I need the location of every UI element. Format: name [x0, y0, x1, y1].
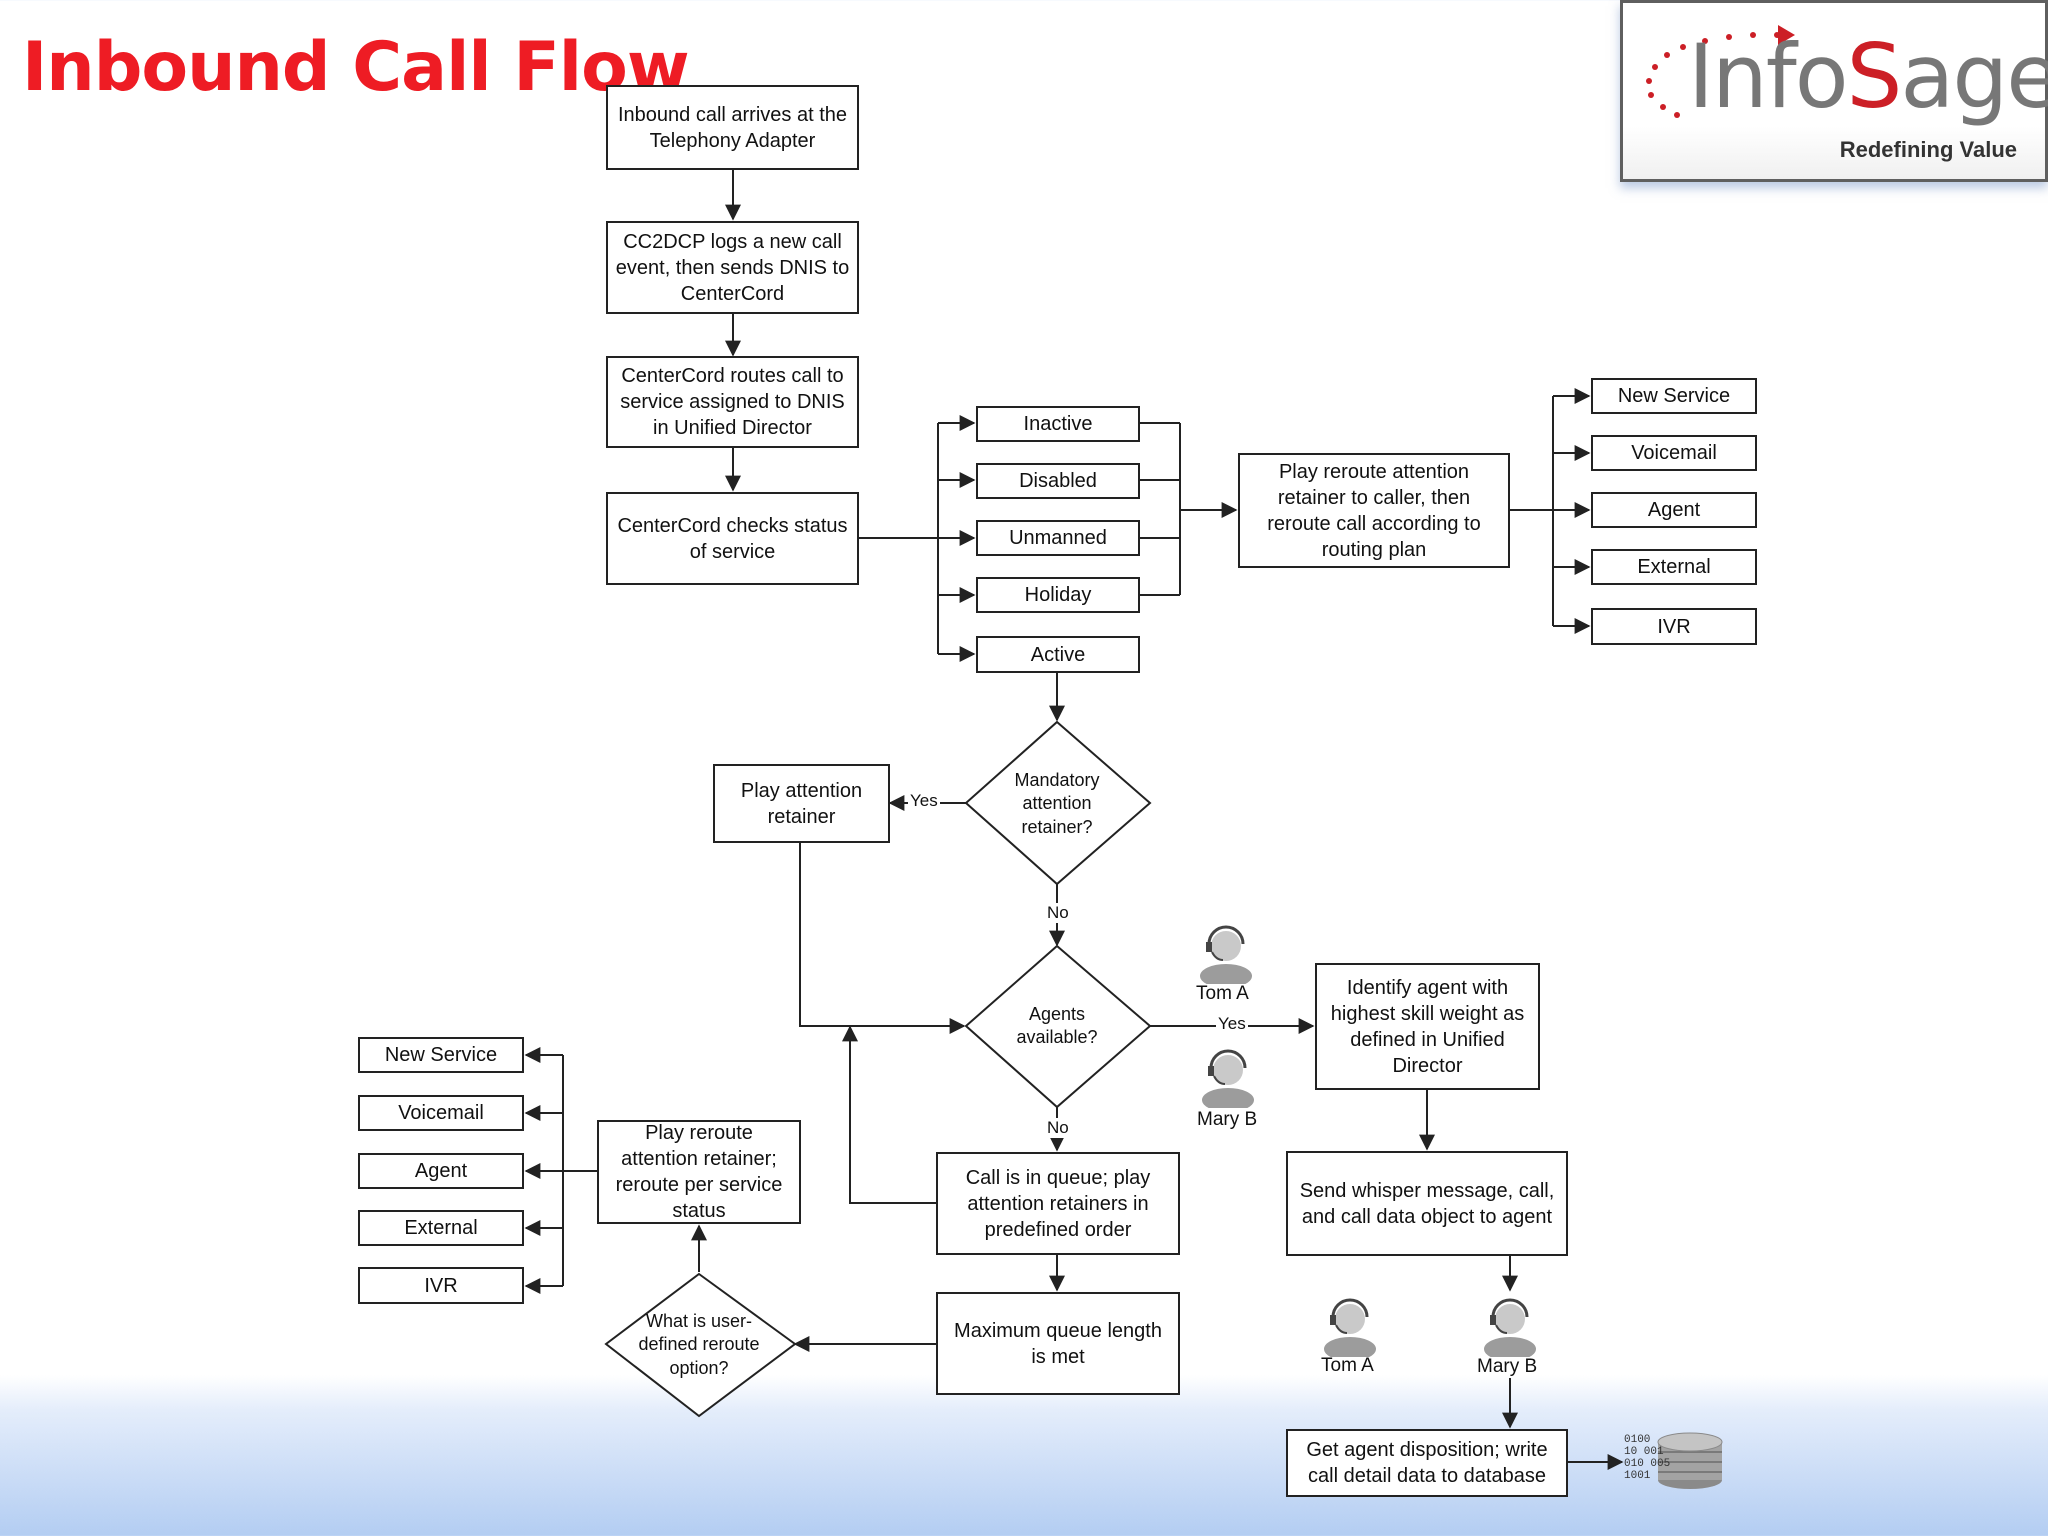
step-routes-call: CenterCord routes call to service assign…	[606, 356, 859, 448]
database-icon	[1657, 1432, 1723, 1489]
headset-agent-icon	[1202, 1049, 1254, 1112]
step-logs-call: CC2DCP logs a new call event, then sends…	[606, 221, 859, 314]
logo-wordmark: InfoSage	[1688, 33, 2048, 121]
svg-text:1001: 1001	[1624, 1470, 1651, 1482]
target-left-external: External	[358, 1210, 524, 1246]
agent-mary-top-name: Mary B	[1197, 1109, 1258, 1130]
step-disposition: Get agent disposition; write call detail…	[1286, 1429, 1568, 1497]
decision-agents-available: Agents available?	[1016, 1003, 1098, 1047]
label-no-mandatory: No	[1045, 903, 1071, 923]
target-left-voicemail: Voicemail	[358, 1095, 524, 1131]
status-unmanned: Unmanned	[976, 520, 1140, 556]
logo-dots-arc	[1646, 25, 1795, 118]
agent-tom-top-name: Tom A	[1196, 983, 1249, 1004]
headset-agent-icon	[1200, 925, 1252, 988]
target-left-new-service: New Service	[358, 1037, 524, 1073]
svg-text:0100: 0100	[1624, 1434, 1650, 1446]
logo-brand-rest: age	[1900, 25, 2048, 128]
step-call-in-queue: Call is in queue; play attention retaine…	[936, 1152, 1180, 1255]
logo-brand-prefix: Info	[1688, 25, 1849, 128]
step-play-attention: Play attention retainer	[713, 764, 890, 843]
page-title: Inbound Call Flow	[22, 28, 690, 107]
agent-mary-bottom-name: Mary B	[1477, 1356, 1538, 1377]
headset-agent-icon	[1324, 1298, 1376, 1361]
label-yes-mandatory: Yes	[908, 791, 940, 811]
target-left-agent: Agent	[358, 1153, 524, 1189]
agent-tom-bottom-name: Tom A	[1321, 1355, 1374, 1376]
target-right-voicemail: Voicemail	[1591, 435, 1757, 471]
decision-user-reroute: What is user-defined reroute option?	[638, 1310, 760, 1378]
logo-tagline: Redefining Value	[1839, 137, 2017, 162]
status-disabled: Disabled	[976, 463, 1140, 499]
logo-brand-s: S	[1846, 25, 1903, 128]
decision-user-reroute-shape	[604, 1272, 797, 1418]
target-left-ivr: IVR	[358, 1267, 524, 1304]
svg-text:010 005: 010 005	[1624, 1458, 1670, 1470]
infosage-logo: InfoSage Redefining Value	[1620, 0, 2048, 182]
target-right-new-service: New Service	[1591, 378, 1757, 414]
step-checks-status: CenterCord checks status of service	[606, 492, 859, 585]
step-play-reroute-top: Play reroute attention retainer to calle…	[1238, 453, 1510, 568]
agent-mary-bottom	[1480, 1293, 1540, 1362]
step-max-queue: Maximum queue length is met	[936, 1292, 1180, 1395]
svg-text:10 001: 10 001	[1624, 1446, 1664, 1458]
target-right-agent: Agent	[1591, 492, 1757, 528]
label-no-agents: No	[1045, 1118, 1071, 1138]
agent-mary-top	[1198, 1044, 1258, 1113]
database-bits: 0100 10 001 010 005 1001	[1624, 1434, 1670, 1482]
step-send-whisper: Send whisper message, call, and call dat…	[1286, 1151, 1568, 1256]
agent-tom-bottom	[1320, 1293, 1380, 1362]
decision-mandatory-shape	[964, 720, 1152, 886]
agent-tom-top	[1196, 920, 1256, 989]
decision-agents-shape	[964, 944, 1152, 1109]
step-play-reroute-left: Play reroute attention retainer; reroute…	[597, 1120, 801, 1224]
status-inactive: Inactive	[976, 406, 1140, 442]
decision-mandatory: Mandatory attention retainer?	[1014, 769, 1100, 837]
status-active: Active	[976, 636, 1140, 673]
logo-arrow-icon	[1778, 25, 1795, 45]
step-call-arrives: Inbound call arrives at the Telephony Ad…	[606, 85, 859, 170]
step-identify-agent: Identify agent with highest skill weight…	[1315, 963, 1540, 1090]
target-right-ivr: IVR	[1591, 608, 1757, 645]
target-right-external: External	[1591, 549, 1757, 585]
status-holiday: Holiday	[976, 577, 1140, 613]
headset-agent-icon	[1484, 1298, 1536, 1361]
label-yes-agents: Yes	[1216, 1014, 1248, 1034]
